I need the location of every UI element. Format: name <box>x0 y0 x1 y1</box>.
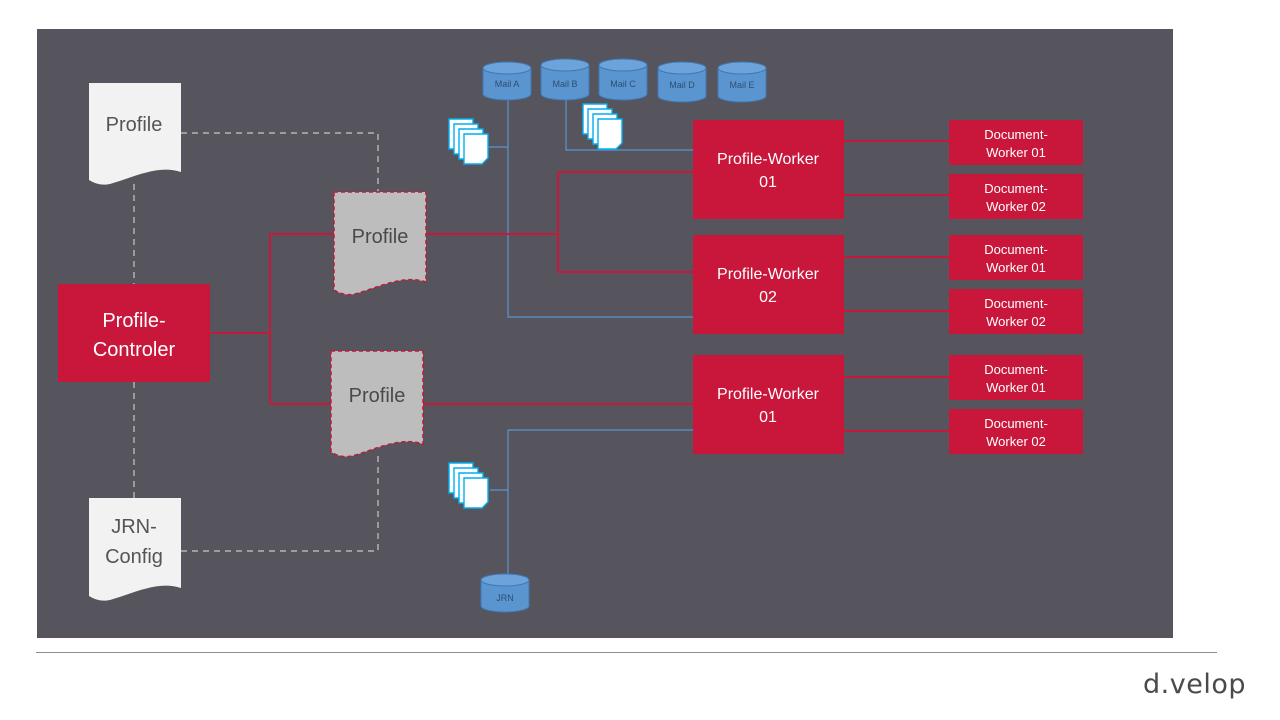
mailbox-d: Mail D <box>657 61 707 103</box>
svg-text:Worker 02: Worker 02 <box>986 314 1046 329</box>
mail-connectors <box>487 100 693 578</box>
svg-text:01: 01 <box>759 409 777 426</box>
svg-text:Controler: Controler <box>93 339 176 361</box>
svg-text:Profile-Worker: Profile-Worker <box>717 266 820 283</box>
document-worker-2: Document- Worker 02 <box>949 174 1083 219</box>
mailbox-e: Mail E <box>717 61 767 103</box>
svg-text:Worker 01: Worker 01 <box>986 145 1046 160</box>
profile-worker-1: Profile-Worker 01 <box>693 120 844 219</box>
document-stack-icon <box>448 462 489 509</box>
svg-text:Mail B: Mail B <box>552 79 577 89</box>
svg-text:Profile: Profile <box>106 114 163 136</box>
document-worker-1: Document- Worker 01 <box>949 120 1083 165</box>
footer-divider <box>36 652 1217 653</box>
profile-document-2: Profile <box>330 350 424 458</box>
svg-text:Worker 01: Worker 01 <box>986 380 1046 395</box>
svg-text:Profile: Profile <box>352 226 409 248</box>
svg-text:02: 02 <box>759 289 777 306</box>
svg-text:JRN-: JRN- <box>111 516 157 538</box>
jrn-config-document: JRN- Config <box>89 498 181 601</box>
svg-text:Profile-: Profile- <box>102 310 165 332</box>
svg-text:Worker 02: Worker 02 <box>986 434 1046 449</box>
svg-text:Document-: Document- <box>984 362 1048 377</box>
control-connectors <box>210 140 949 432</box>
dashed-connectors <box>133 132 379 552</box>
mailbox-b: Mail B <box>540 58 590 101</box>
profile-source-document: Profile <box>89 83 181 185</box>
svg-text:Document-: Document- <box>984 242 1048 257</box>
document-worker-5: Document- Worker 01 <box>949 355 1083 400</box>
svg-text:Worker 02: Worker 02 <box>986 199 1046 214</box>
svg-text:Document-: Document- <box>984 416 1048 431</box>
svg-text:Document-: Document- <box>984 296 1048 311</box>
svg-text:Profile: Profile <box>349 385 406 407</box>
document-worker-6: Document- Worker 02 <box>949 409 1083 454</box>
document-stack-icon <box>582 103 623 150</box>
svg-text:Mail A: Mail A <box>495 79 520 89</box>
document-worker-4: Document- Worker 02 <box>949 289 1083 334</box>
journal-database: JRN <box>480 573 530 613</box>
svg-text:Mail E: Mail E <box>729 80 754 90</box>
svg-text:Profile-Worker: Profile-Worker <box>717 151 820 168</box>
svg-text:Document-: Document- <box>984 181 1048 196</box>
svg-text:Worker 01: Worker 01 <box>986 260 1046 275</box>
profile-worker-3: Profile-Worker 01 <box>693 355 844 454</box>
brand-logo: d.velop <box>1143 669 1246 700</box>
svg-text:Config: Config <box>105 546 163 568</box>
mailbox-c: Mail C <box>598 58 648 101</box>
mailbox-a: Mail A <box>482 61 532 101</box>
svg-text:JRN: JRN <box>496 593 514 603</box>
profile-worker-2: Profile-Worker 02 <box>693 235 844 334</box>
svg-text:Mail C: Mail C <box>610 79 636 89</box>
profile-document-1: Profile <box>333 191 427 296</box>
profile-controller-box: Profile- Controler <box>58 284 210 382</box>
document-stack-icon <box>448 118 489 165</box>
svg-text:01: 01 <box>759 174 777 191</box>
svg-text:Document-: Document- <box>984 127 1048 142</box>
svg-text:Mail D: Mail D <box>669 80 695 90</box>
document-worker-3: Document- Worker 01 <box>949 235 1083 280</box>
svg-text:Profile-Worker: Profile-Worker <box>717 386 820 403</box>
